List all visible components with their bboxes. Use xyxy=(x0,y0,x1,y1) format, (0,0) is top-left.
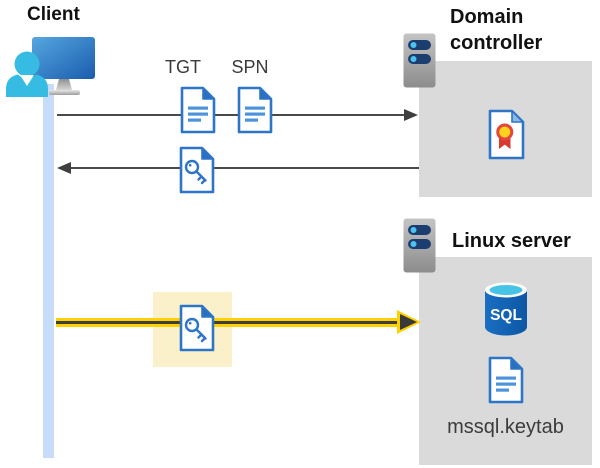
linux-server-server-icon xyxy=(403,218,436,273)
service-ticket-arrow-line xyxy=(56,318,399,327)
certificate-icon xyxy=(488,109,525,160)
spn-document-icon xyxy=(237,86,273,134)
user-workstation-icon xyxy=(6,37,95,97)
ticket-key-document-icon xyxy=(179,146,215,194)
service-ticket-arrow-core xyxy=(56,321,399,324)
spn-label: SPN xyxy=(231,57,269,77)
client-title: Client xyxy=(27,4,80,25)
domain-controller-title: Domain controller xyxy=(450,6,543,54)
request-arrow-line xyxy=(57,114,404,116)
service-ticket-arrowhead-icon xyxy=(400,314,417,330)
tgt-label: TGT xyxy=(165,57,201,77)
keytab-label: mssql.keytab xyxy=(447,416,564,438)
client-lifeline xyxy=(43,84,54,458)
sql-database-icon: SQL xyxy=(485,282,527,336)
request-arrowhead-icon xyxy=(404,108,418,121)
response-arrow-line xyxy=(71,167,419,169)
linux-server-title: Linux server xyxy=(452,230,571,252)
service-ticket-key-document-icon xyxy=(179,304,215,352)
sql-badge-text: SQL xyxy=(490,307,522,324)
domain-controller-server-icon xyxy=(403,33,436,88)
tgt-document-icon xyxy=(180,86,216,134)
keytab-document-icon xyxy=(488,356,524,404)
response-arrowhead-icon xyxy=(57,161,71,174)
